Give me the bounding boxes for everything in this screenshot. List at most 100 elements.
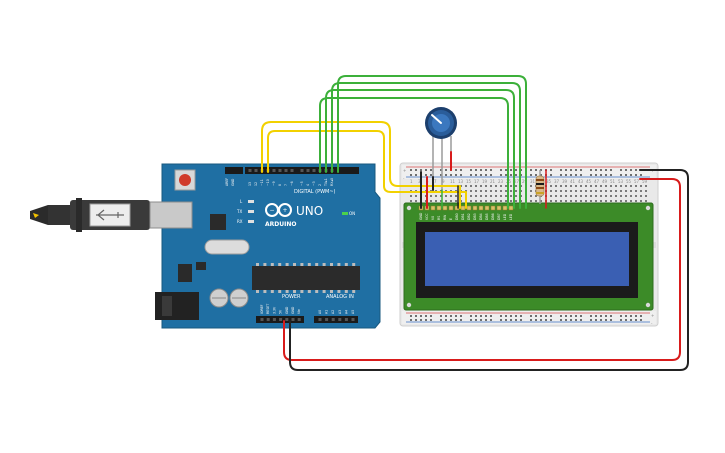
rail-hole[interactable] [445, 315, 447, 317]
breadboard-hole[interactable] [485, 185, 487, 187]
rail-hole[interactable] [600, 174, 602, 176]
breadboard-hole[interactable] [450, 200, 452, 202]
breadboard-hole[interactable] [590, 185, 592, 187]
rail-hole[interactable] [570, 315, 572, 317]
rail-hole[interactable] [510, 174, 512, 176]
rail-hole[interactable] [425, 169, 427, 171]
rail-hole[interactable] [605, 315, 607, 317]
breadboard-hole[interactable] [640, 185, 642, 187]
rail-hole[interactable] [445, 174, 447, 176]
rail-hole[interactable] [530, 174, 532, 176]
rail-hole[interactable] [530, 319, 532, 321]
breadboard-hole[interactable] [600, 190, 602, 192]
breadboard-hole[interactable] [530, 195, 532, 197]
rail-hole[interactable] [590, 315, 592, 317]
rail-hole[interactable] [410, 319, 412, 321]
breadboard-hole[interactable] [575, 195, 577, 197]
breadboard-hole[interactable] [455, 200, 457, 202]
rail-hole[interactable] [415, 319, 417, 321]
rail-hole[interactable] [565, 315, 567, 317]
rail-hole[interactable] [515, 315, 517, 317]
rail-hole[interactable] [480, 315, 482, 317]
rail-hole[interactable] [500, 315, 502, 317]
rail-hole[interactable] [580, 174, 582, 176]
rail-hole[interactable] [505, 174, 507, 176]
breadboard-hole[interactable] [640, 200, 642, 202]
power-pin-socket[interactable] [260, 318, 264, 321]
rail-hole[interactable] [510, 169, 512, 171]
analog-pin-socket[interactable] [344, 318, 348, 321]
rail-hole[interactable] [440, 169, 442, 171]
breadboard-hole[interactable] [490, 185, 492, 187]
breadboard-hole[interactable] [530, 190, 532, 192]
wire-black-gnd[interactable] [289, 169, 689, 371]
rail-hole[interactable] [490, 319, 492, 321]
breadboard-hole[interactable] [595, 200, 597, 202]
breadboard-hole[interactable] [605, 185, 607, 187]
breadboard-hole[interactable] [575, 185, 577, 187]
rail-hole[interactable] [485, 169, 487, 171]
rail-hole[interactable] [610, 319, 612, 321]
breadboard-hole[interactable] [535, 200, 537, 202]
rail-hole[interactable] [610, 315, 612, 317]
power-pin-socket[interactable] [285, 318, 289, 321]
breadboard-hole[interactable] [585, 195, 587, 197]
digital-pin-socket[interactable] [248, 169, 252, 172]
breadboard-hole[interactable] [535, 195, 537, 197]
rail-hole[interactable] [590, 169, 592, 171]
breadboard-hole[interactable] [515, 200, 517, 202]
rail-hole[interactable] [460, 174, 462, 176]
rail-hole[interactable] [485, 319, 487, 321]
rail-hole[interactable] [510, 319, 512, 321]
rail-hole[interactable] [630, 174, 632, 176]
rail-hole[interactable] [470, 174, 472, 176]
digital-pin-socket[interactable] [278, 169, 282, 172]
breadboard-hole[interactable] [625, 190, 627, 192]
breadboard-hole[interactable] [555, 190, 557, 192]
breadboard-hole[interactable] [415, 195, 417, 197]
rail-hole[interactable] [550, 174, 552, 176]
rail-hole[interactable] [575, 174, 577, 176]
wire-green-db4[interactable] [319, 97, 509, 209]
rail-hole[interactable] [520, 315, 522, 317]
rail-hole[interactable] [510, 315, 512, 317]
breadboard-hole[interactable] [555, 185, 557, 187]
breadboard-hole[interactable] [645, 190, 647, 192]
rail-hole[interactable] [625, 174, 627, 176]
breadboard-hole[interactable] [530, 185, 532, 187]
breadboard-hole[interactable] [495, 185, 497, 187]
breadboard-hole[interactable] [610, 185, 612, 187]
rail-hole[interactable] [575, 169, 577, 171]
breadboard-hole[interactable] [490, 200, 492, 202]
breadboard-hole[interactable] [605, 200, 607, 202]
rail-hole[interactable] [475, 169, 477, 171]
digital-pin-socket[interactable] [290, 169, 294, 172]
rail-hole[interactable] [620, 319, 622, 321]
rail-hole[interactable] [425, 174, 427, 176]
rail-hole[interactable] [425, 319, 427, 321]
breadboard-hole[interactable] [480, 190, 482, 192]
breadboard-hole[interactable] [510, 190, 512, 192]
rail-hole[interactable] [600, 319, 602, 321]
breadboard-hole[interactable] [475, 185, 477, 187]
rail-hole[interactable] [545, 315, 547, 317]
breadboard-hole[interactable] [630, 190, 632, 192]
rail-hole[interactable] [480, 319, 482, 321]
breadboard-hole[interactable] [505, 185, 507, 187]
digital-pin-socket[interactable] [254, 169, 258, 172]
rail-hole[interactable] [630, 319, 632, 321]
rail-hole[interactable] [560, 319, 562, 321]
breadboard-hole[interactable] [500, 190, 502, 192]
rail-hole[interactable] [410, 315, 412, 317]
wire-red-5v[interactable] [283, 178, 681, 361]
rail-hole[interactable] [640, 174, 642, 176]
breadboard-hole[interactable] [615, 185, 617, 187]
rail-hole[interactable] [640, 315, 642, 317]
breadboard-hole[interactable] [570, 200, 572, 202]
breadboard-hole[interactable] [580, 190, 582, 192]
breadboard-hole[interactable] [480, 185, 482, 187]
rail-hole[interactable] [605, 169, 607, 171]
rail-hole[interactable] [425, 315, 427, 317]
rail-hole[interactable] [515, 169, 517, 171]
rail-hole[interactable] [460, 319, 462, 321]
